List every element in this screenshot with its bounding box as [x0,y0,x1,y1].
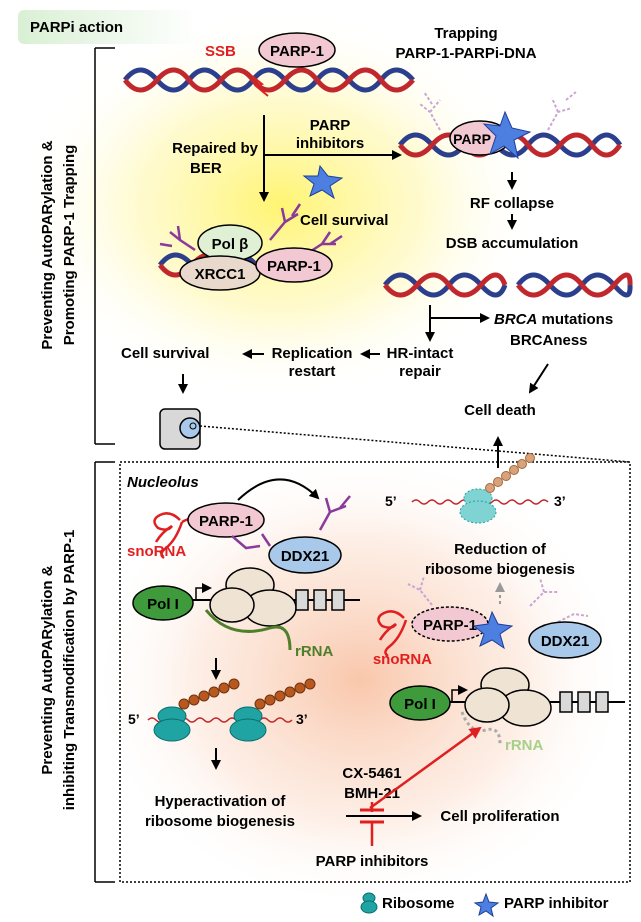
snorna-left-label: snoRNA [127,543,186,560]
ssb-lightning-icon [251,75,269,97]
rrna-right-label: rRNA [505,737,544,754]
header-label: PARPi action [30,19,123,36]
trapping-line1: Trapping [434,25,497,42]
parp1-left [187,502,265,538]
ddx21-left-label: DDX21 [281,548,329,565]
par-chains-right-faded [407,575,589,623]
three-prime-right: 3’ [554,493,566,509]
hr-intact-line1: HR-intact [387,345,454,362]
ribosome-left-1 [153,706,191,742]
rrna-right-strand [460,711,502,745]
snorna-right-label: snoRNA [373,651,432,668]
legend-ribosome-icon [360,892,378,914]
snorna-right-icon [377,610,408,658]
parp-inhibitor-trapped-icon [482,110,532,160]
ddx21-right [528,621,602,659]
hyperactivation-line2: ribosome biogenesis [145,813,295,830]
inhibitors-line1: PARP [310,117,351,134]
parp-inhibitors-bottom: PARP inhibitors [316,853,429,870]
promoter-arrow-left-icon [195,583,212,600]
pol-i-right [389,685,451,721]
arrow-transmodification [237,478,320,501]
pol-i-left-label: Pol I [147,596,179,613]
repair-par-chains [159,203,343,257]
legend-inhibitor-label: PARP inhibitor [504,895,609,912]
three-prime-left: 3’ [296,711,308,727]
hr-intact-line2: repair [399,363,441,380]
replication-line2: restart [289,363,336,380]
rdna-repeats-right [559,691,609,713]
xrcc1-label: XRCC1 [195,266,246,283]
cell-proliferation: Cell proliferation [440,808,559,825]
nucleolus-label: Nucleolus [127,474,199,491]
legend-inhibitor-icon [473,892,500,918]
snorna-left-icon [153,512,205,560]
parp1-left-label: PARP-1 [199,513,253,530]
parp1-top-label: PARP-1 [270,43,324,60]
bottom-glow [90,450,630,910]
peptide-chain-left-2 [254,678,316,710]
pol-subunits-right [464,667,552,727]
rdna-repeats-left [295,589,345,611]
ribosome-left-2 [229,706,267,742]
ddx21-right-label: DDX21 [541,633,589,650]
five-prime-left: 5’ [128,711,140,727]
rrna-left-label: rRNA [295,643,334,660]
pol-beta-label: Pol β [212,236,249,253]
parp1-repair [255,247,333,283]
nucleolus-box [119,461,631,883]
ribosome-right-faded [459,488,497,524]
bottom-bracket [94,461,115,883]
parp1-inhibited-label: PARP-1 [423,617,477,634]
peptide-chain-left-1 [178,678,240,710]
peptide-chain-right-faded [485,453,535,493]
top-glow [20,10,540,400]
replication-line1: Replication [272,345,353,362]
cell-death: Cell death [464,402,536,419]
par-chains-left [231,495,351,550]
hyperactivation-line1: Hyperactivation of [155,793,287,810]
rf-collapse: RF collapse [470,195,554,212]
red-arrow-to-rrna [369,726,482,810]
top-side-label-line2: Promoting PARP-1 Trapping [61,145,78,346]
brcaness: BRCAness [510,332,588,349]
pol-i-left [132,585,194,621]
dsb-dna-left [383,272,508,298]
nucleus-icon [179,417,201,439]
dsb-accumulation: DSB accumulation [446,235,579,252]
legend-ribosome-label: Ribosome [382,895,455,912]
cell-survival-left: Cell survival [121,345,209,362]
bottom-side-label-line2: inhibiting Transmodification by PARP-1 [61,530,78,811]
brca-mutations: BRCA mutations [494,311,613,328]
trapping-line2: PARP-1-PARPi-DNA [395,45,536,62]
parp1-top [258,32,336,68]
top-bracket [94,47,115,445]
pol-subunits-left [209,567,297,627]
promoter-arrow-right-icon [451,685,468,702]
top-side-label-line1: Preventing AutoPARylation & [39,140,56,349]
inhibitors-line2: inhibitors [296,135,364,152]
parp-inhibitor-bound-icon [472,610,514,650]
arrow-cell-death [528,363,549,394]
cx-5461: CX-5461 [342,765,401,782]
nucleolus-dot-icon [189,422,197,430]
pol-i-right-label: Pol I [404,696,436,713]
parp1-repair-label: PARP-1 [267,258,321,275]
top-dna-helix [123,67,415,93]
trapping-par-chains [419,91,577,131]
parp-trapped-label: PARP [453,131,491,147]
reduction-line1: Reduction of [454,541,547,558]
rrna-left-strand [204,609,292,651]
parp-inhibitor-icon [302,164,344,200]
cell-survival-center: Cell survival [300,212,388,229]
dsb-dna-right [516,272,633,298]
reduction-line2: ribosome biogenesis [425,561,575,578]
five-prime-right: 5’ [385,493,397,509]
repaired-line2: BER [190,160,222,177]
ssb-label: SSB [205,43,236,60]
ddx21-left [268,536,342,574]
repaired-line1: Repaired by [172,140,259,157]
bottom-side-label-line1: Preventing AutoPARylation & [39,565,56,774]
